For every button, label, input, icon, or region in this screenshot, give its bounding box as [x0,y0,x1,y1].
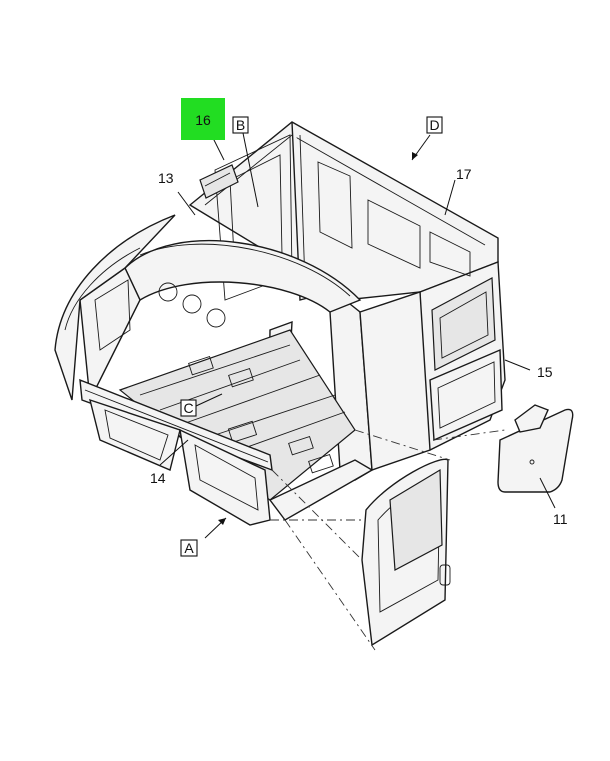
callout-16-text: 16 [195,112,211,128]
view-letter-b-text: B [236,117,245,133]
callout-13: 13 [158,170,174,186]
callout-11: 11 [553,511,568,527]
callout-14: 14 [150,470,166,486]
callout-17: 17 [456,166,472,182]
view-letter-c: C [180,399,197,417]
access-panel-11 [497,404,574,493]
view-letter-a: A [180,539,198,557]
cab-door [361,458,451,647]
view-letter-c-text: C [183,400,193,416]
callout-16-highlight: 16 [181,98,225,140]
leader-lines [159,132,556,539]
view-letter-a-text: A [184,540,194,556]
view-letter-b: B [232,116,249,134]
cab-structure [54,121,506,526]
part-16-bracket [199,164,239,199]
view-letter-d: D [426,116,443,134]
door-dash-lines [270,429,506,651]
callout-15: 15 [537,364,553,380]
view-letter-d-text: D [429,117,439,133]
